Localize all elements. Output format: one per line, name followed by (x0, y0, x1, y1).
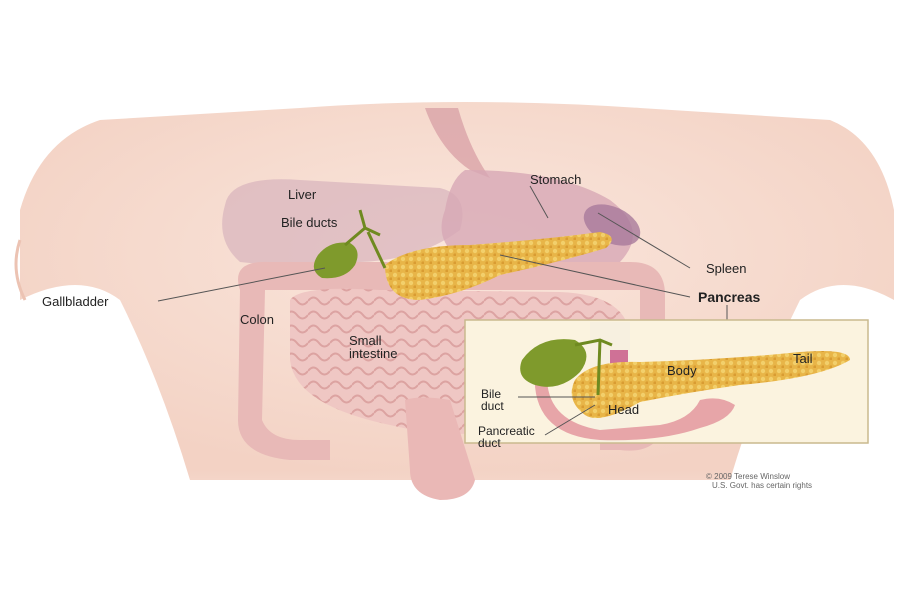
inset-label-pancreatic-duct-line1: Pancreatic (478, 424, 535, 438)
label-small-intestine-line1: Small (349, 333, 382, 348)
inset-label-body: Body (667, 363, 697, 378)
inset-label-bile-duct-line2: duct (481, 399, 504, 413)
label-small-intestine-line2: intestine (349, 346, 398, 361)
label-gallbladder: Gallbladder (42, 294, 109, 309)
label-colon: Colon (240, 312, 274, 327)
rectum-shape (405, 397, 475, 500)
bile-ducts-shape (344, 209, 387, 269)
label-bile-ducts: Bile ducts (281, 215, 338, 230)
copyright-line1: © 2009 Terese Winslow (706, 472, 791, 481)
inset-label-head: Head (608, 402, 640, 417)
pancreas-inset (464, 319, 869, 444)
label-spleen: Spleen (706, 261, 747, 276)
copyright-line2: U.S. Govt. has certain rights (712, 481, 813, 490)
inset-label-tail: Tail (793, 351, 813, 366)
inset-label-pancreatic-duct-line2: duct (478, 436, 501, 450)
label-liver: Liver (288, 187, 317, 202)
esophagus-shape (425, 108, 490, 178)
pancreas-shape (385, 232, 612, 300)
liver-shape (222, 179, 463, 265)
gallbladder-shape (313, 242, 358, 279)
inset-label-bile-duct-line1: Bile (481, 387, 502, 401)
label-stomach: Stomach (530, 172, 582, 187)
label-pancreas: Pancreas (698, 289, 761, 305)
